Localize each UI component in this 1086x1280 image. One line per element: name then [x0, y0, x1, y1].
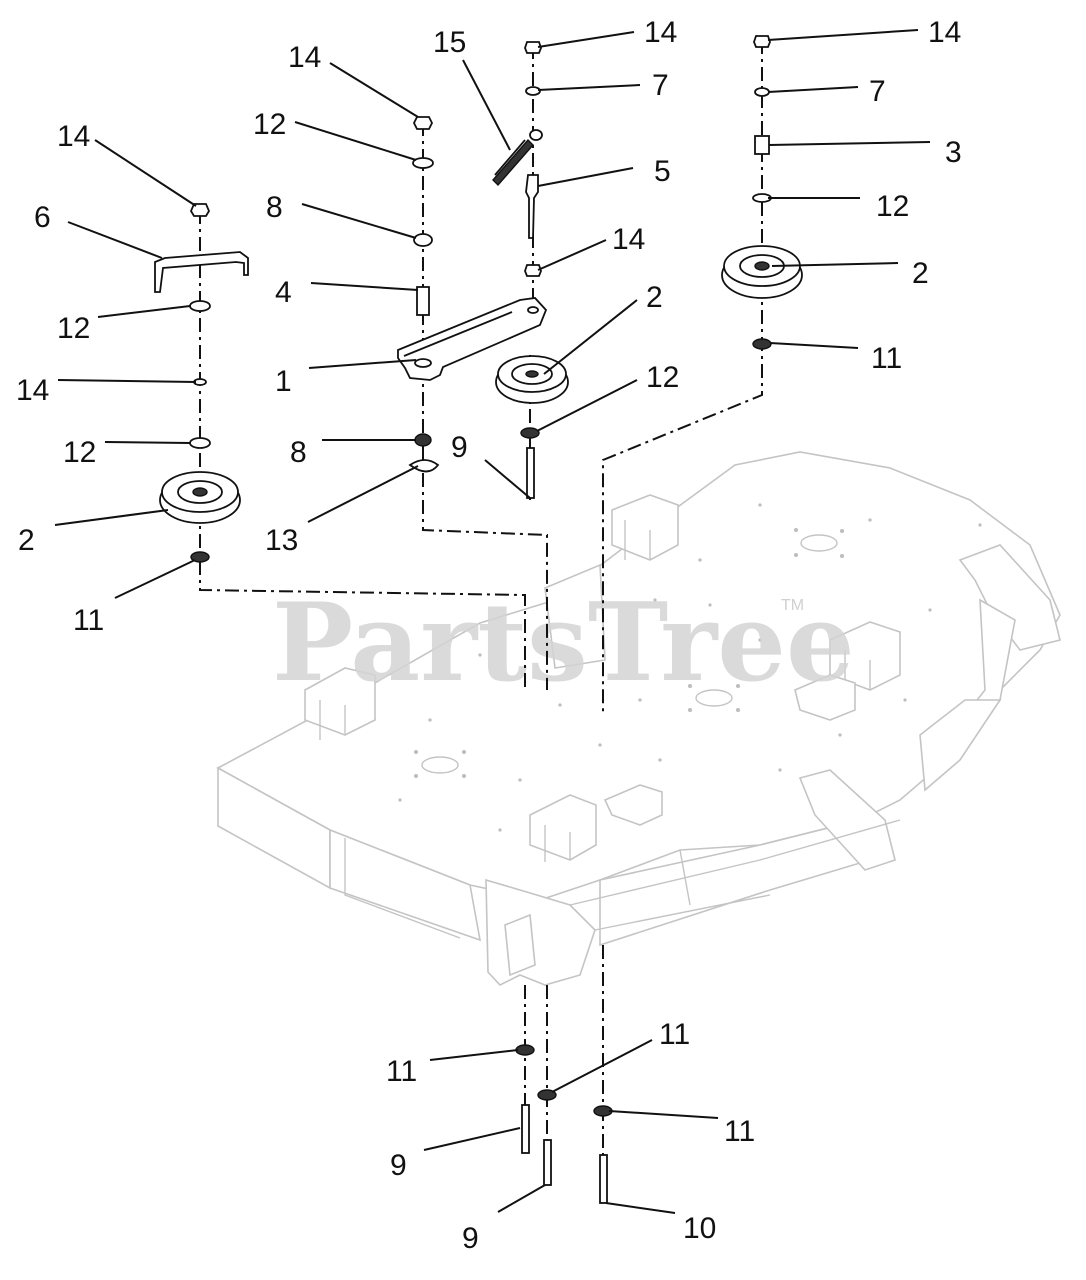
callout-5: 5	[654, 155, 671, 188]
callout-11-right: 11	[871, 342, 902, 375]
callout-13: 13	[265, 524, 298, 557]
callout-14-center: 14	[612, 223, 645, 256]
callout-7-center: 7	[652, 69, 669, 102]
callout-6: 6	[34, 201, 51, 234]
callout-14-top-center: 14	[644, 16, 677, 49]
callout-12-center: 12	[646, 361, 679, 394]
callout-12-left-upper: 12	[57, 312, 90, 345]
callout-2-right: 2	[912, 257, 929, 290]
idler-pulley-center	[495, 355, 569, 404]
callout-9-upper: 9	[451, 431, 468, 464]
idler-pulley-left	[159, 471, 241, 524]
callout-12-left-lower: 12	[63, 436, 96, 469]
callout-11-bottom-left: 11	[386, 1055, 417, 1088]
callout-12-right: 12	[876, 190, 909, 223]
callout-14-left: 14	[57, 120, 90, 153]
callout-14-right: 14	[928, 16, 961, 49]
callouts: 14 6 12 14 12 2 11 14 12 8 4 1 8 13 15 1…	[16, 16, 962, 1255]
callout-2-left: 2	[18, 524, 35, 557]
callout-11-left: 11	[73, 604, 104, 637]
callout-8-lower: 8	[290, 436, 307, 469]
callout-4: 4	[275, 276, 292, 309]
callout-2-center: 2	[646, 281, 663, 314]
mower-deck	[216, 451, 1061, 986]
idler-arm	[397, 297, 548, 381]
hex-nut	[189, 203, 211, 217]
idler-pulley-right	[721, 245, 803, 299]
callout-3: 3	[945, 136, 962, 169]
callout-9-bottom-left: 9	[390, 1149, 407, 1182]
watermark-trademark: TM	[781, 597, 804, 614]
callout-1: 1	[275, 365, 292, 398]
callout-15: 15	[433, 26, 466, 59]
callout-10: 10	[683, 1212, 716, 1245]
callout-7-right: 7	[869, 75, 886, 108]
callout-14-left-mid: 14	[16, 374, 49, 407]
tension-spring	[492, 129, 543, 187]
watermark-logo: PartsTree	[272, 580, 855, 706]
callout-11-bottom-center: 11	[659, 1018, 690, 1051]
callout-9-bottom: 9	[462, 1222, 479, 1255]
callout-11-bottom-right: 11	[724, 1115, 755, 1148]
leader-lines	[54, 29, 931, 1214]
callout-12-middle: 12	[253, 108, 286, 141]
callout-14-middle: 14	[288, 41, 321, 74]
callout-8-upper: 8	[266, 191, 283, 224]
bracket-rod	[154, 251, 249, 293]
